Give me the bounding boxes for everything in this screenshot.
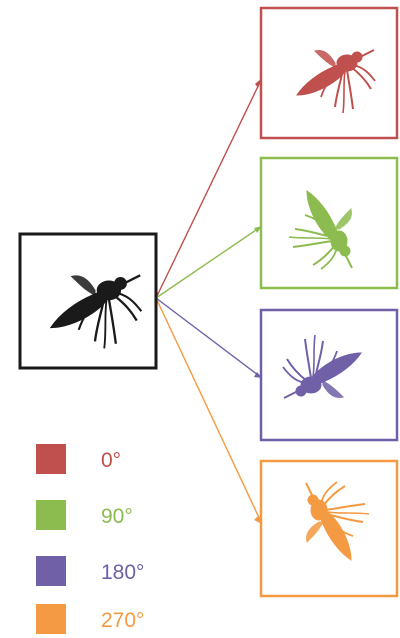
connector-line-0 [156, 78, 262, 298]
legend-label-180: 180° [101, 561, 144, 584]
connector-line-180 [156, 298, 262, 378]
legend-label-270: 270° [101, 609, 144, 632]
legend-label-0: 0° [101, 449, 121, 472]
legend-label-90: 90° [101, 505, 133, 528]
legend-swatch-270 [36, 604, 66, 634]
connector-line-90 [156, 226, 262, 298]
legend-swatch-0 [36, 444, 66, 474]
connector-line-270 [156, 298, 262, 524]
legend-swatch-90 [36, 500, 66, 530]
legend-swatch-180 [36, 556, 66, 586]
legend: 0° 90° 180° 270° [36, 444, 144, 634]
